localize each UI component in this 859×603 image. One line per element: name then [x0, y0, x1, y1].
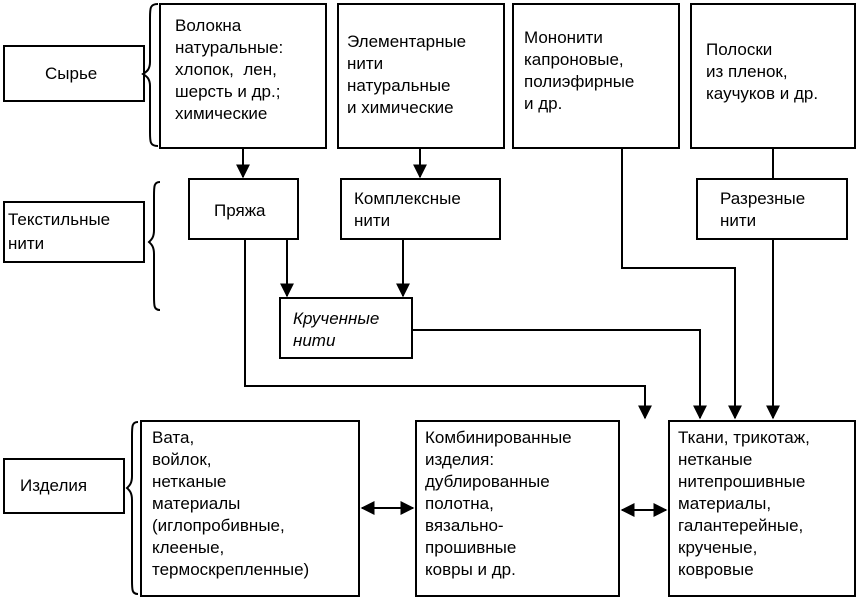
node-fabrics-text: Ткани, трикотаж, нетканые нитепрошивные …: [678, 428, 810, 579]
arrow-twisted-fabrics: [413, 329, 707, 420]
row-label-products-text: Изделия: [20, 476, 88, 495]
arrow-yarn-products: [244, 240, 652, 420]
node-complex-threads: Комплексные нити: [340, 178, 501, 240]
node-elementary-threads: Элементарные нити натуральные и химическ…: [337, 3, 505, 149]
brace-products: [125, 421, 139, 595]
node-combined-products-text: Комбинированные изделия: дублированные п…: [425, 428, 572, 579]
node-fibers-text: Волокна натуральные: хлопок, лен, шерсть…: [175, 16, 284, 123]
node-twisted-threads-text: Крученные нити: [293, 309, 380, 350]
node-yarn: Пряжа: [188, 178, 299, 240]
node-fibers: Волокна натуральные: хлопок, лен, шерсть…: [159, 3, 327, 149]
row-label-raw: Сырье: [3, 45, 145, 102]
node-yarn-text: Пряжа: [214, 201, 266, 220]
brace-threads: [147, 181, 161, 311]
node-cut-threads-text: Разрезные нити: [720, 189, 806, 230]
node-film-strips: Полоски из пленок, каучуков и др.: [690, 3, 856, 149]
node-film-strips-text: Полоски из пленок, каучуков и др.: [706, 40, 819, 103]
row-label-threads-text: Текстильные нити: [8, 210, 111, 253]
row-label-threads: Текстильные нити: [3, 201, 145, 263]
node-combined-products: Комбинированные изделия: дублированные п…: [415, 420, 620, 597]
node-batting-felt: Вата, войлок, нетканые материалы (иглопр…: [140, 420, 360, 597]
node-twisted-threads: Крученные нити: [279, 297, 413, 359]
node-monofilaments: Мононити капроновые, полиэфирные и др.: [512, 3, 680, 149]
node-complex-threads-text: Комплексные нити: [354, 189, 461, 230]
node-cut-threads: Разрезные нити: [696, 178, 848, 240]
node-batting-felt-text: Вата, войлок, нетканые материалы (иглопр…: [152, 428, 310, 579]
node-monofilaments-text: Мононити капроновые, полиэфирные и др.: [524, 28, 635, 113]
arrow-monofil-fabrics: [621, 149, 742, 420]
row-label-raw-text: Сырье: [45, 64, 98, 83]
node-elementary-threads-text: Элементарные нити натуральные и химическ…: [347, 32, 467, 117]
brace-raw: [141, 3, 159, 147]
row-label-products: Изделия: [3, 458, 125, 514]
node-fabrics: Ткани, трикотаж, нетканые нитепрошивные …: [668, 420, 856, 597]
